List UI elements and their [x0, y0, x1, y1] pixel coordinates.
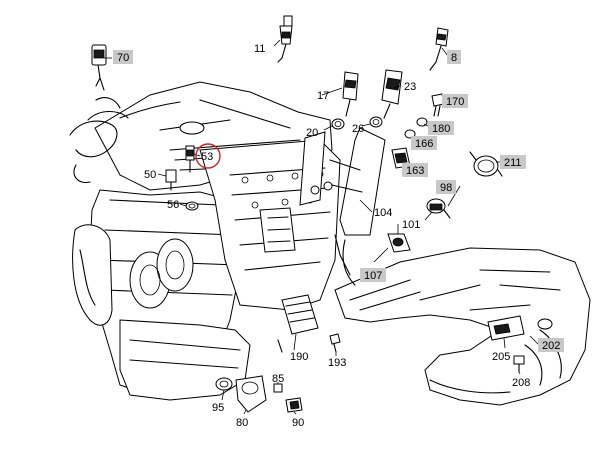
part-26-oring [369, 116, 383, 128]
callout-101: 101 [402, 219, 420, 231]
part-17-injector [342, 71, 359, 117]
highlight-ring-53 [195, 143, 221, 169]
callout-17: 17 [317, 90, 329, 102]
leader-lines [104, 39, 539, 415]
part-205-solenoid [487, 315, 525, 341]
callout-190: 190 [290, 351, 308, 363]
callout-boxes [113, 50, 564, 352]
part-11-sensor [277, 15, 293, 63]
callout-202: 202 [542, 340, 560, 352]
callout-20: 20 [306, 127, 318, 139]
callout-205: 205 [492, 351, 510, 363]
part-70-connector [91, 44, 107, 91]
callout-53: 53 [201, 151, 213, 163]
callout-70: 70 [117, 52, 129, 64]
part-50-plug [165, 169, 177, 191]
part-53-sensor [185, 145, 195, 173]
part-85-bolt [273, 383, 283, 393]
part-56-washer [185, 201, 199, 211]
callout-90: 90 [292, 417, 304, 429]
callout-95: 95 [212, 402, 224, 414]
callout-8: 8 [451, 52, 457, 64]
callout-180: 180 [432, 123, 450, 135]
part-98-sensor [426, 198, 451, 219]
callout-26: 26 [352, 123, 364, 135]
callout-85: 85 [272, 373, 284, 385]
callout-50: 50 [144, 169, 156, 181]
callout-11: 11 [254, 43, 265, 55]
callout-211: 211 [504, 157, 522, 169]
part-23-injector [381, 69, 403, 119]
callout-208: 208 [512, 377, 530, 389]
part-90-sensor [285, 397, 303, 413]
callout-193: 193 [328, 357, 346, 369]
intake-manifold [334, 247, 591, 406]
callout-23: 23 [404, 81, 416, 93]
callout-104: 104 [374, 207, 392, 219]
part-170-bolt [431, 93, 445, 117]
part-193-bolt [329, 333, 341, 353]
part-190-module [277, 294, 319, 353]
callout-166: 166 [415, 138, 433, 150]
part-8-sensor [429, 27, 449, 71]
callout-163: 163 [406, 165, 424, 177]
part-20-oring [331, 118, 345, 130]
callout-labels: 70 11 8 17 23 170 20 26 180 166 211 53 5… [117, 43, 560, 429]
callout-107: 107 [364, 270, 382, 282]
part-208-bolt [513, 355, 525, 373]
part-211-clamp [469, 151, 503, 177]
callout-170: 170 [446, 96, 464, 108]
callout-98: 98 [440, 182, 452, 194]
part-101-valve [387, 233, 411, 253]
fuel-rail-bracket [299, 127, 386, 286]
callout-80: 80 [236, 417, 248, 429]
part-80-housing [235, 375, 267, 413]
part-95-gasket [215, 377, 233, 391]
callout-56: 56 [167, 199, 179, 211]
